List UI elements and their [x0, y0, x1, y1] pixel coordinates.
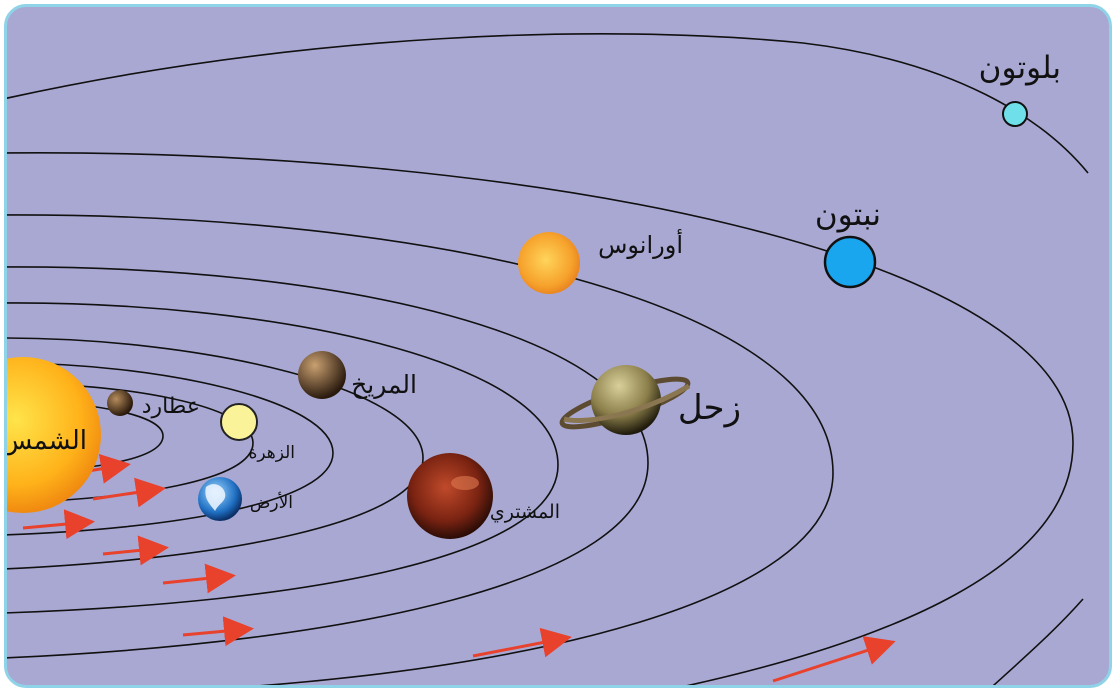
direction-arrow: [182, 616, 254, 647]
solar-system-diagram: الشمس عطارد الزهرة الأرض المريخ المشتري …: [4, 4, 1112, 688]
earth: الأرض: [198, 477, 293, 521]
orbit-saturn: [7, 266, 649, 659]
earth-label: الأرض: [250, 492, 293, 513]
mercury-body: [107, 390, 133, 416]
uranus: أورانوس: [518, 229, 683, 294]
neptune-label: نبتون: [815, 197, 881, 233]
direction-arrow: [22, 509, 95, 540]
mars-body: [298, 351, 346, 399]
orbit-mars: [7, 337, 424, 570]
sun-body: [7, 357, 101, 513]
orbit-jupiter: [7, 302, 559, 614]
direction-arrow: [102, 535, 169, 566]
pluto-body: [1002, 101, 1028, 127]
mars-label: المريخ: [351, 370, 417, 400]
sun-label: الشمس: [7, 426, 87, 456]
saturn-ring-front: [563, 383, 691, 424]
orbit-neptune: [7, 152, 1074, 685]
pluto-label: بلوتون: [979, 50, 1061, 86]
neptune: نبتون: [815, 197, 881, 289]
jupiter-spot: [451, 476, 479, 490]
saturn: زحل: [559, 365, 741, 435]
jupiter-body: [407, 453, 493, 539]
orbit-direction-arrows: [22, 454, 896, 683]
direction-arrow: [772, 636, 896, 683]
jupiter-label: المشتري: [490, 501, 560, 523]
earth-land: [205, 484, 226, 511]
venus: الزهرة: [220, 403, 295, 463]
uranus-label: أورانوس: [598, 229, 683, 259]
direction-arrow: [162, 563, 236, 594]
sun: الشمس: [7, 357, 101, 513]
neptune-body: [823, 235, 877, 289]
mars: المريخ: [298, 351, 417, 400]
orbit-uranus: [7, 214, 834, 685]
orbit-earth: [7, 362, 334, 536]
orbit-pluto: [7, 33, 1089, 174]
mercury: عطارد: [107, 390, 200, 419]
direction-arrow: [92, 477, 166, 508]
pluto: بلوتون: [979, 50, 1061, 127]
jupiter: المشتري: [407, 453, 560, 539]
venus-body: [220, 403, 258, 441]
diagram-canvas: الشمس عطارد الزهرة الأرض المريخ المشتري …: [7, 33, 1089, 685]
saturn-label: زحل: [678, 388, 741, 428]
venus-label: الزهرة: [248, 443, 295, 463]
saturn-body: [591, 365, 661, 435]
orbits: [7, 33, 1089, 685]
orbit-outer-arc: [992, 598, 1084, 685]
mercury-label: عطارد: [142, 394, 200, 419]
direction-arrow: [472, 627, 572, 658]
uranus-body: [518, 232, 580, 294]
